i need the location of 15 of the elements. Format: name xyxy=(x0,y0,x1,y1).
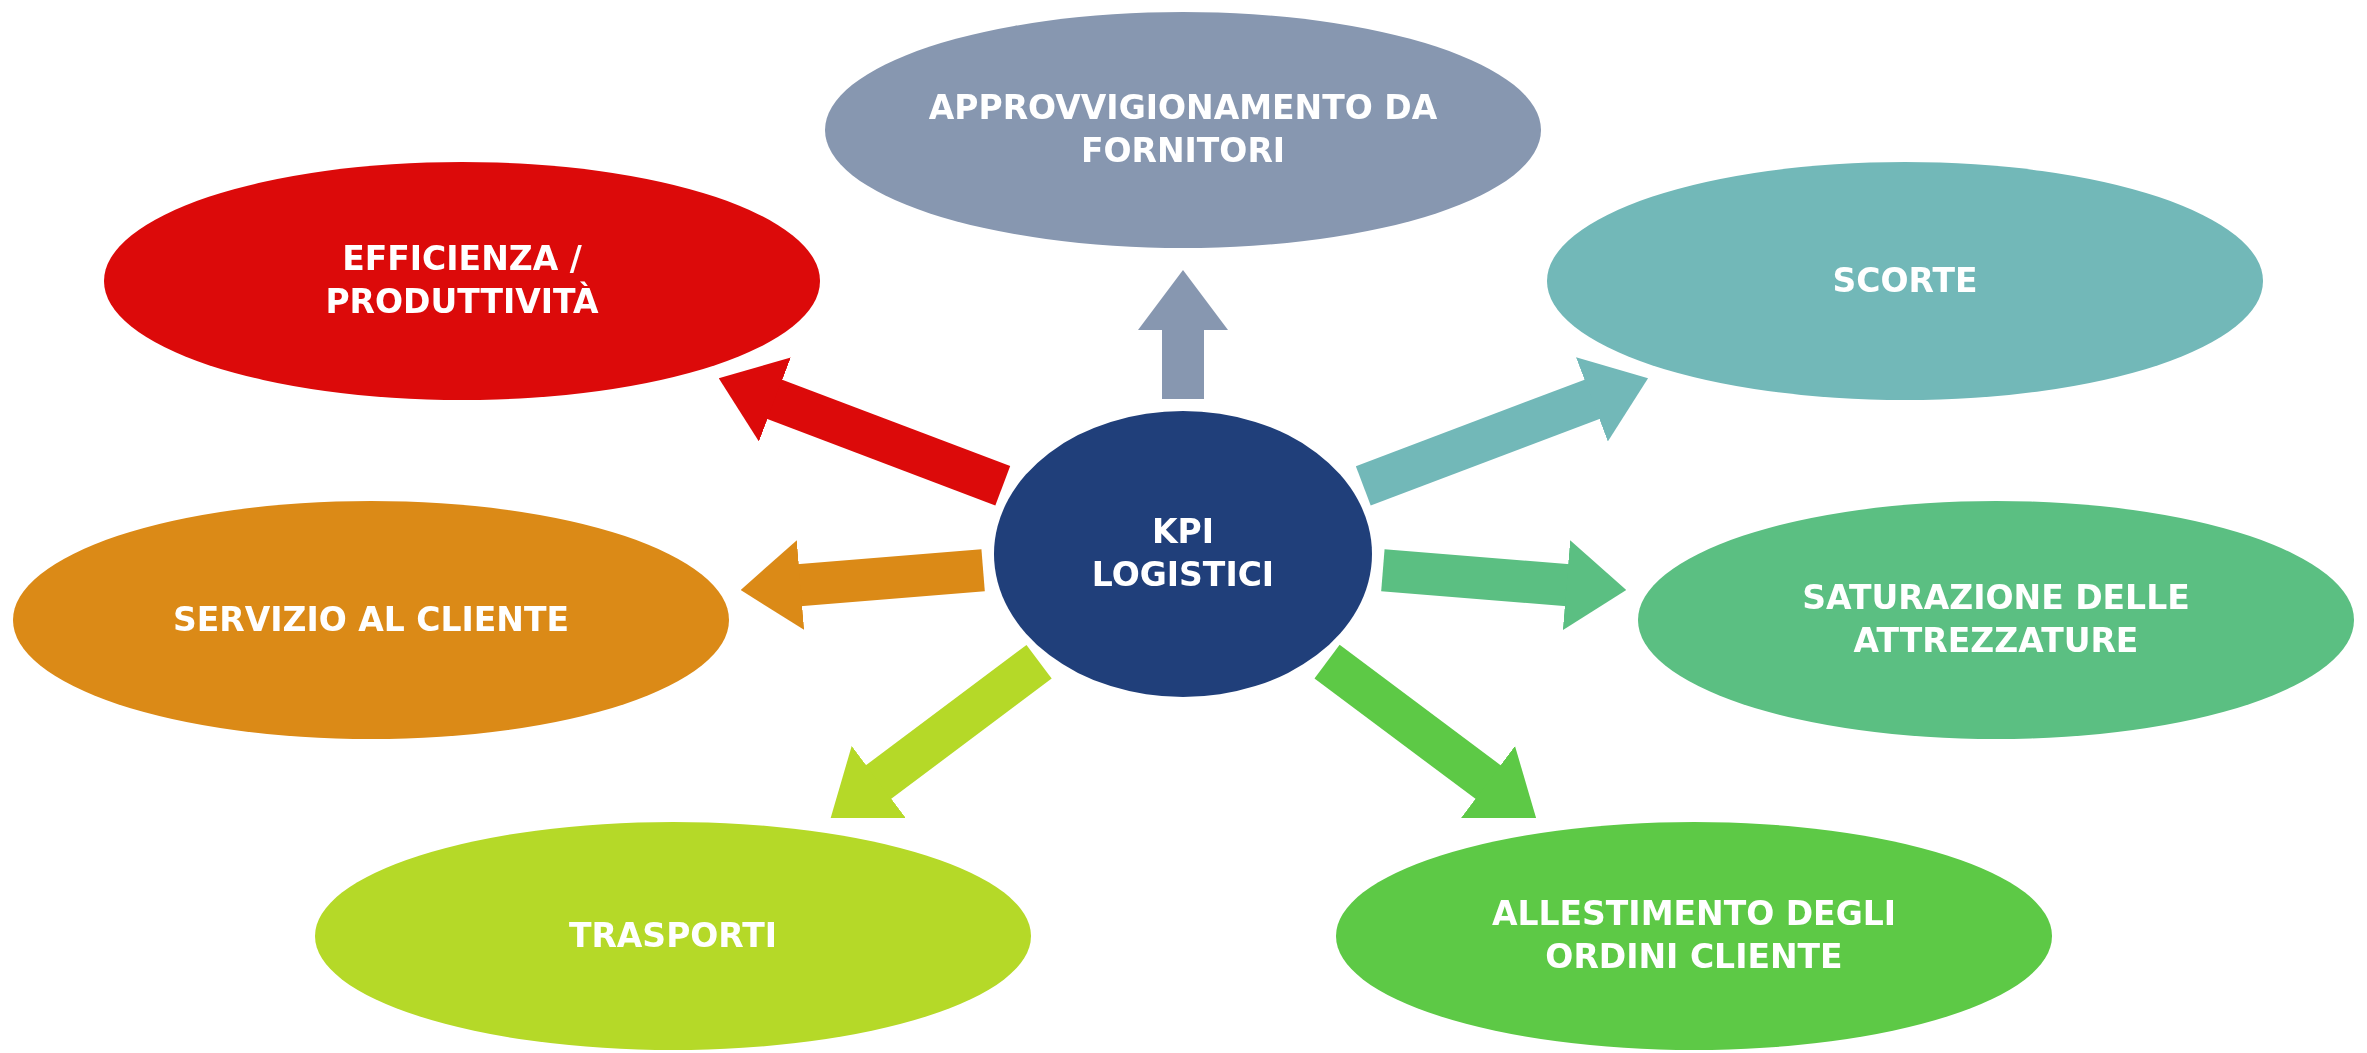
arrow xyxy=(718,357,1011,506)
arrow xyxy=(1381,540,1627,630)
node-label: EFFICIENZA / PRODUTTIVITÀ xyxy=(324,238,600,323)
node-label: APPROVVIGIONAMENTO DA FORNITORI xyxy=(927,87,1439,172)
node-label: SERVIZIO AL CLIENTE xyxy=(171,598,571,641)
node-label: TRASPORTI xyxy=(567,914,779,957)
node-label: SATURAZIONE DELLE ATTREZZATURE xyxy=(1801,577,2191,662)
arrow xyxy=(830,645,1052,818)
arrow xyxy=(1314,644,1537,819)
node-label: SCORTE xyxy=(1831,259,1979,302)
arrow xyxy=(740,540,985,630)
arrow xyxy=(1355,357,1649,506)
node-label: KPI LOGISTICI xyxy=(1090,511,1276,596)
node-label: ALLESTIMENTO DEGLI ORDINI CLIENTE xyxy=(1490,893,1898,978)
arrow xyxy=(1138,270,1228,399)
